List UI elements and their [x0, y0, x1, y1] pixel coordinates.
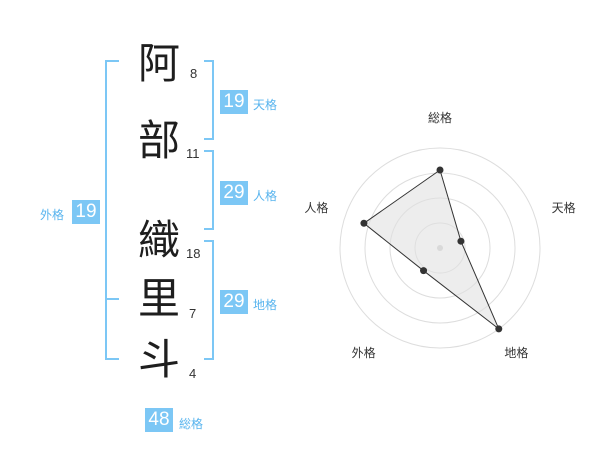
chikaku-value-badge: 29 — [220, 290, 248, 314]
soukaku-label: 総格 — [179, 417, 204, 431]
name-char-2: 部 — [137, 116, 180, 165]
tenkaku-value-badge: 19 — [220, 90, 248, 114]
jinkaku-label: 人格 — [253, 189, 278, 203]
radar-point-2 — [457, 237, 465, 245]
name-char-4: 里 — [137, 274, 180, 323]
radar-axis-label-4: 外格 — [352, 345, 376, 360]
tenkaku-bracket-bottom — [204, 138, 214, 140]
stroke-count-5: 4 — [189, 366, 197, 381]
stroke-count-1: 8 — [190, 66, 198, 81]
chikaku-bracket-top — [204, 240, 214, 242]
gaikaku-bracket-vertical — [105, 60, 107, 360]
tenkaku-label: 天格 — [253, 98, 278, 112]
jinkaku-bracket-bottom — [204, 228, 214, 230]
gaikaku-label: 外格 — [40, 208, 65, 222]
radar-point-3 — [495, 325, 503, 333]
radar-point-4 — [420, 267, 428, 275]
tenkaku-bracket-vertical — [212, 60, 214, 140]
jinkaku-bracket-top — [204, 150, 214, 152]
chikaku-label: 地格 — [253, 298, 278, 312]
gaikaku-bracket-bottom — [105, 358, 119, 360]
radar-shape — [363, 169, 500, 330]
chikaku-bracket-bottom — [204, 358, 214, 360]
jinkaku-bracket-vertical — [212, 150, 214, 230]
radar-axis-label-5: 人格 — [304, 200, 328, 215]
gaikaku-bracket-top — [105, 60, 119, 62]
stroke-count-4: 7 — [189, 306, 197, 321]
stroke-count-3: 18 — [186, 246, 201, 261]
jinkaku-value-badge: 29 — [220, 181, 248, 205]
name-char-3: 織 — [137, 216, 180, 265]
radar-point-1 — [436, 166, 444, 174]
name-char-1: 阿 — [137, 39, 180, 88]
radar-axis-label-1: 総格 — [428, 110, 452, 125]
soukaku-value-badge: 48 — [145, 408, 173, 432]
chikaku-bracket-vertical — [212, 240, 214, 360]
radar-ring-4 — [339, 147, 541, 349]
radar-axis-label-2: 天格 — [552, 200, 576, 215]
radar-axis-label-3: 地格 — [504, 345, 528, 360]
gaikaku-value-badge: 19 — [72, 200, 100, 224]
tenkaku-bracket-top — [204, 60, 214, 62]
radar-point-5 — [360, 219, 368, 227]
stroke-count-2: 11 — [186, 146, 200, 161]
gaikaku-bracket-middle — [105, 298, 119, 300]
name-char-5: 斗 — [137, 335, 180, 384]
